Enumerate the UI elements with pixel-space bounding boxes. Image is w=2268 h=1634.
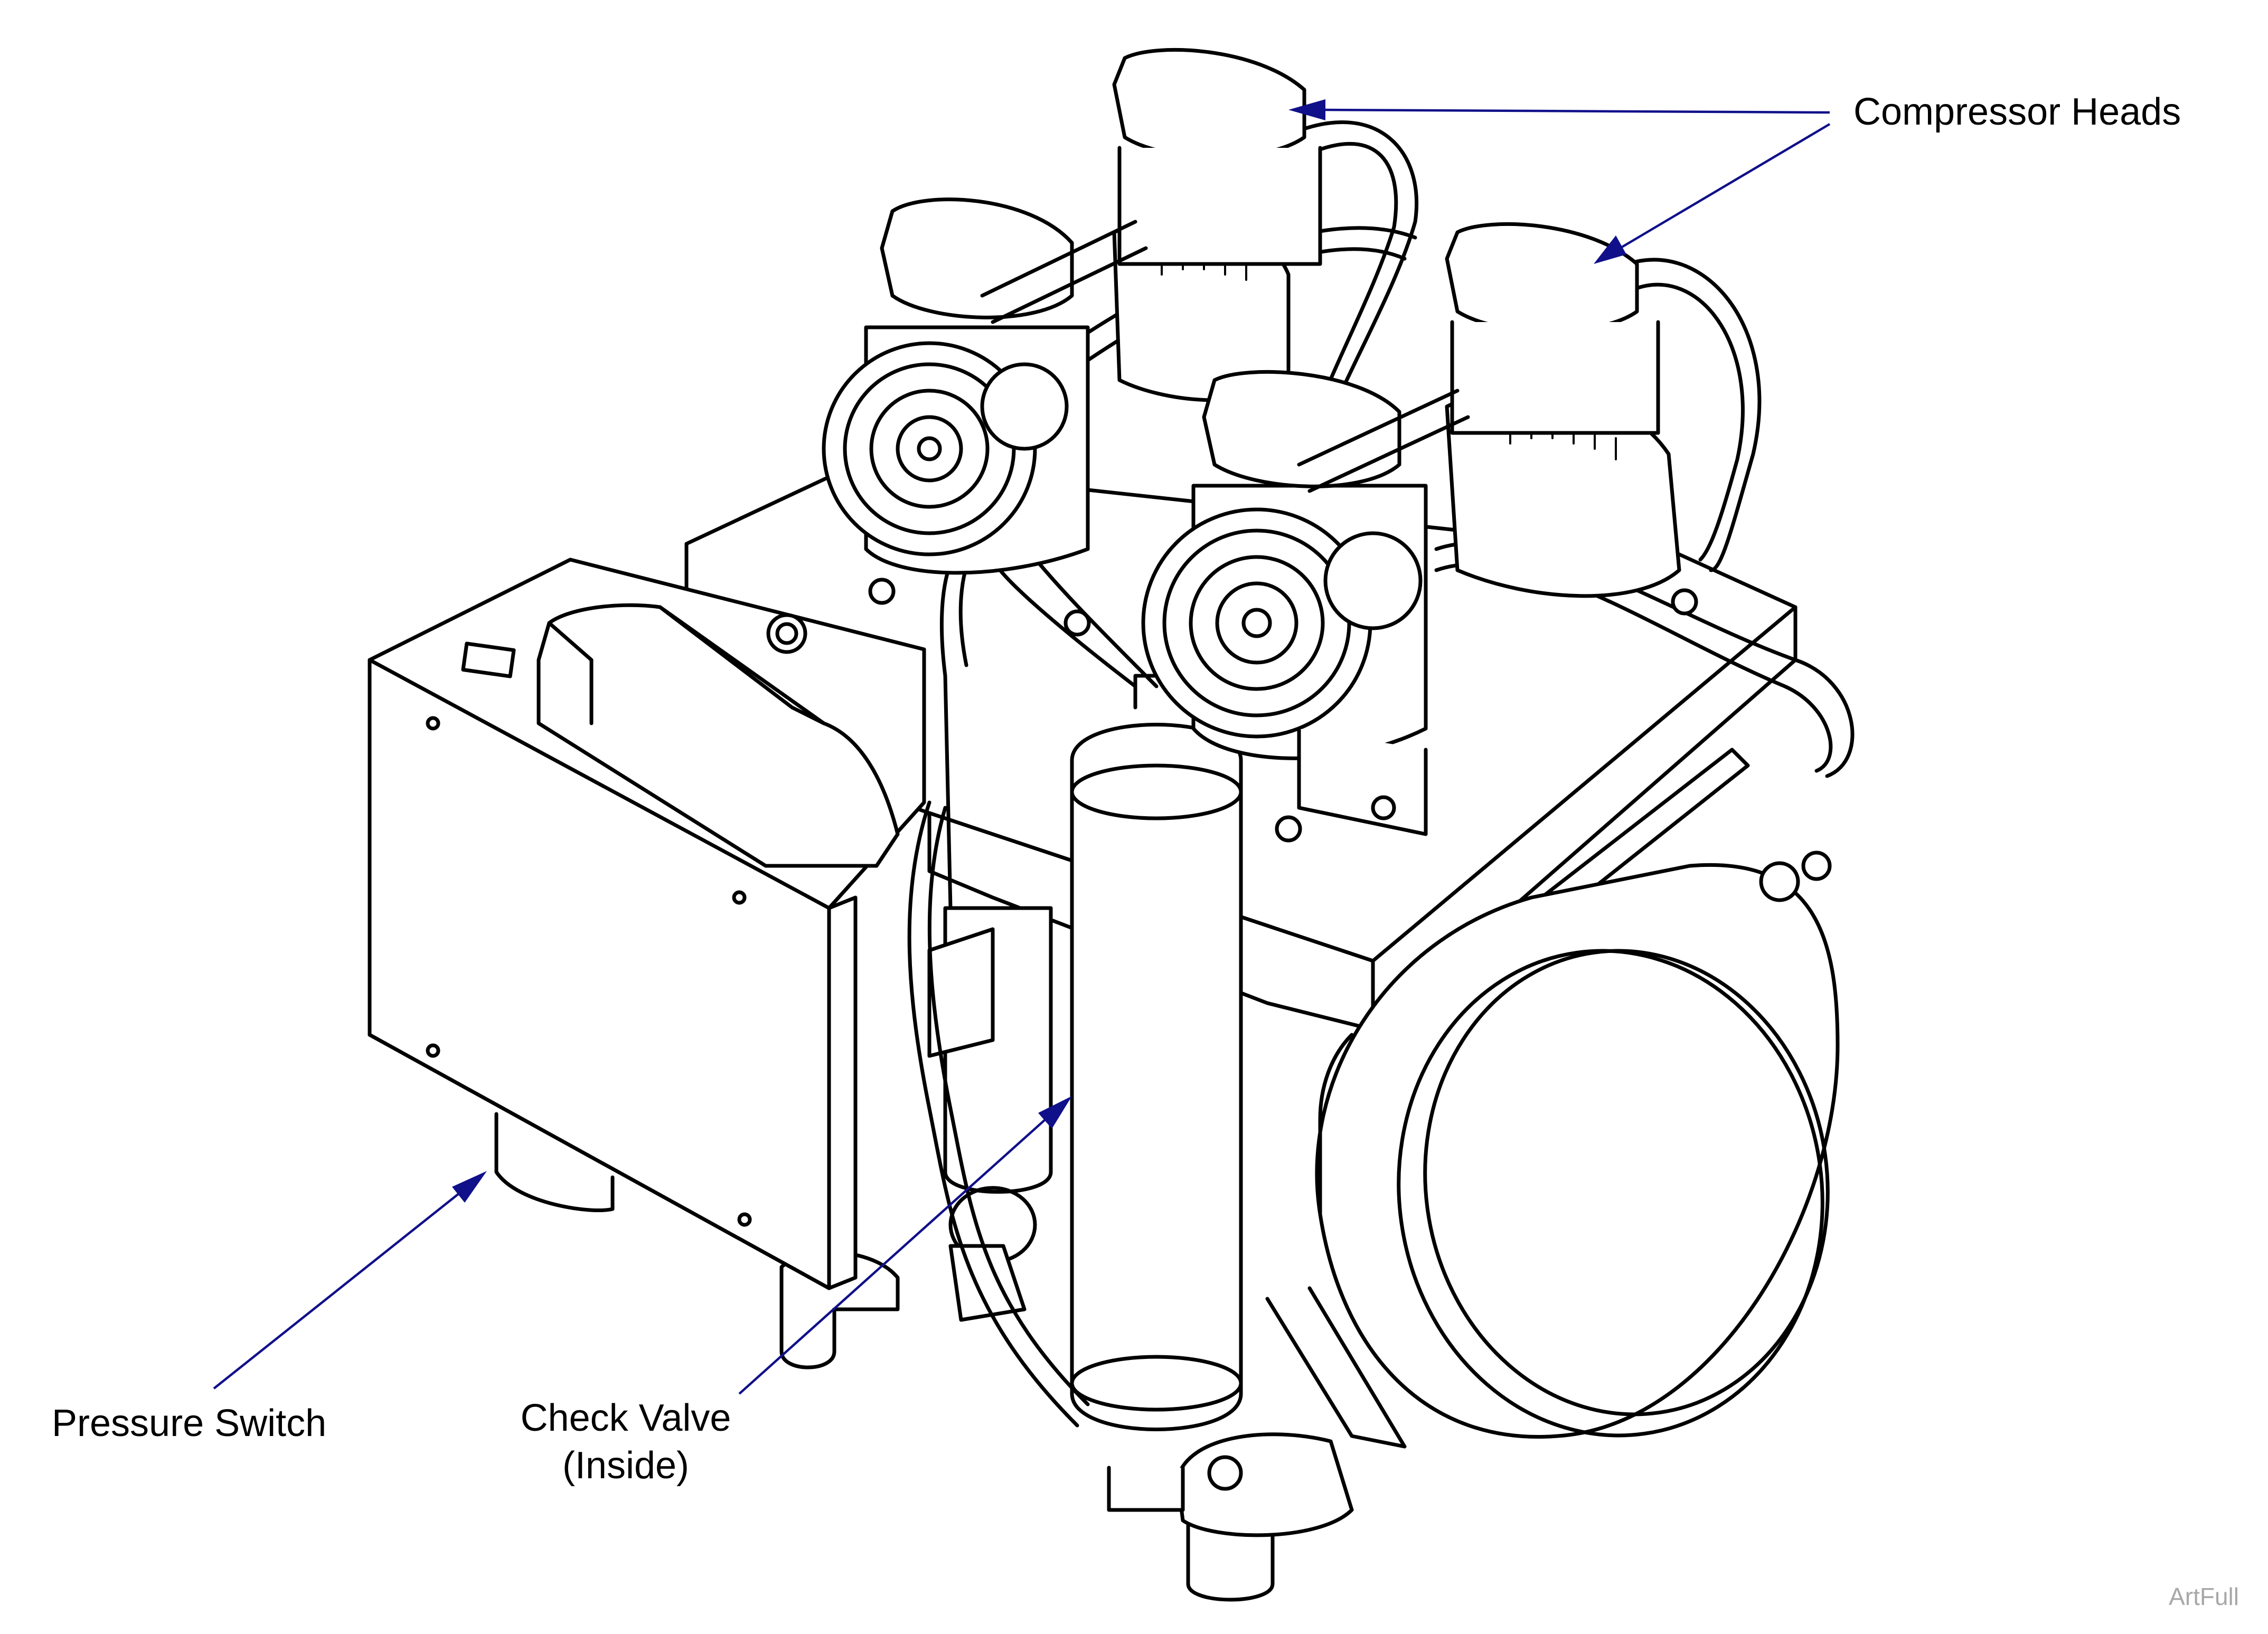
compressor-rear [822, 48, 1322, 575]
pressure-switch-enclosure [368, 558, 926, 1290]
air-tank [1315, 863, 1840, 1439]
arrowhead-pressure-switch [452, 1171, 487, 1203]
compressor-assembly-drawing [368, 48, 1855, 1602]
watermark: ArtFull [2169, 1583, 2239, 1610]
leader-compressor-heads-upper [1320, 108, 1830, 114]
arrowhead-compressor-heads-lower [1594, 235, 1626, 264]
label-check-valve: Check Valve [521, 1397, 731, 1439]
arrowhead-compressor-heads-upper [1288, 99, 1325, 120]
leader-compressor-heads-lower [1619, 123, 1831, 249]
check-valve-cylinder [1070, 674, 1243, 1512]
filter-assembly [927, 906, 1053, 1322]
compressor-front [1141, 222, 1681, 836]
leader-check-valve [738, 1118, 1047, 1395]
label-compressor-heads: Compressor Heads [1853, 91, 2181, 133]
fittings [766, 578, 1832, 1491]
arrowhead-check-valve [1038, 1096, 1072, 1129]
label-check-valve-inside: (Inside) [562, 1444, 689, 1487]
label-pressure-switch: Pressure Switch [52, 1402, 326, 1444]
leader-pressure-switch [213, 1192, 460, 1390]
leader-lines [213, 99, 1831, 1395]
